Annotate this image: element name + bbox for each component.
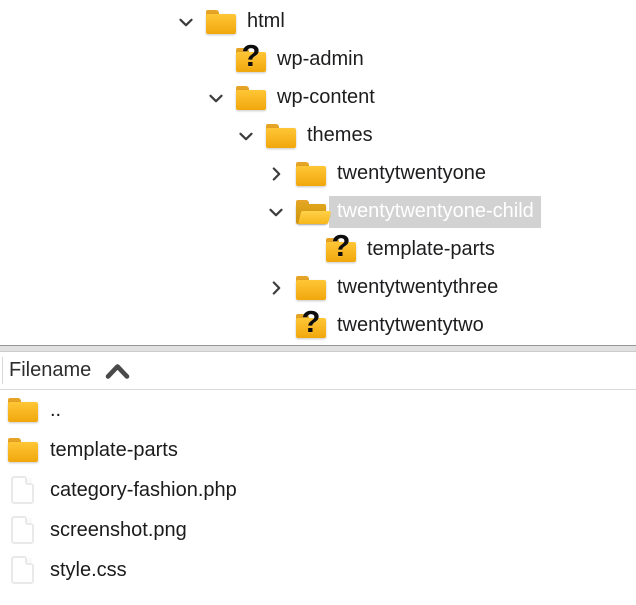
file-name: screenshot.png <box>50 519 187 541</box>
file-list: .. template-parts category-fashion.php s… <box>0 390 636 590</box>
file-row-style-css[interactable]: style.css <box>0 550 636 590</box>
chevron-right-icon[interactable] <box>256 167 296 181</box>
tree-item-themes[interactable]: themes <box>0 117 636 155</box>
chevron-right-icon[interactable] <box>256 281 296 295</box>
folder-open-icon <box>296 199 332 225</box>
tree-item-html[interactable]: html <box>0 3 636 41</box>
tree-item-wp-admin[interactable]: ? wp-admin <box>0 40 636 79</box>
tree-item-label: wp-content <box>277 86 375 108</box>
tree-item-label: twentytwentythree <box>337 276 499 298</box>
filename-column-header[interactable]: Filename <box>0 352 636 390</box>
folder-question-icon: ? <box>326 230 356 263</box>
tree-item-twentytwentythree[interactable]: twentytwentythree <box>0 269 636 307</box>
chevron-down-icon[interactable] <box>226 132 266 141</box>
folder-icon <box>206 9 236 35</box>
tree-item-twentytwentyone-child[interactable]: twentytwentyone-child <box>0 193 636 231</box>
folder-icon <box>296 161 326 187</box>
tree-item-label: template-parts <box>367 238 495 260</box>
folder-icon <box>8 437 38 463</box>
folder-question-icon: ? <box>236 40 266 73</box>
file-icon <box>8 476 38 504</box>
tree-item-label: html <box>247 10 285 32</box>
chevron-up-icon <box>104 362 131 380</box>
file-icon <box>8 516 38 544</box>
chevron-down-icon[interactable] <box>196 94 236 103</box>
folder-icon <box>266 123 296 149</box>
chevron-down-icon[interactable] <box>166 18 206 27</box>
tree-item-label: twentytwentyone <box>337 162 486 184</box>
file-row-screenshot-png[interactable]: screenshot.png <box>0 510 636 550</box>
file-row-category-fashion-php[interactable]: category-fashion.php <box>0 470 636 510</box>
file-name: .. <box>50 399 62 421</box>
tree-item-label-selected: twentytwentyone-child <box>329 196 541 228</box>
filename-column-label: Filename <box>9 359 92 381</box>
file-name: category-fashion.php <box>50 479 237 501</box>
chevron-down-icon[interactable] <box>256 208 296 217</box>
tree-item-label: themes <box>307 124 373 146</box>
file-row-template-parts[interactable]: template-parts <box>0 430 636 470</box>
file-icon <box>8 556 38 584</box>
folder-icon <box>296 275 326 301</box>
tree-item-template-parts[interactable]: ? template-parts <box>0 230 636 269</box>
file-name: style.css <box>50 559 127 581</box>
folder-question-icon: ? <box>296 306 326 339</box>
folder-icon <box>8 397 38 423</box>
tree-item-label: wp-admin <box>277 48 364 70</box>
tree-item-twentytwentytwo[interactable]: ? twentytwentytwo <box>0 306 636 345</box>
file-row-parent-directory[interactable]: .. <box>0 390 636 430</box>
folder-icon <box>236 85 266 111</box>
tree-item-label: twentytwentytwo <box>337 314 484 336</box>
tree-item-twentytwentyone[interactable]: twentytwentyone <box>0 155 636 193</box>
tree-item-wp-content[interactable]: wp-content <box>0 79 636 117</box>
file-name: template-parts <box>50 439 178 461</box>
remote-directory-tree: html ? wp-admin wp-content <box>0 3 636 345</box>
pane-splitter[interactable] <box>0 345 636 352</box>
